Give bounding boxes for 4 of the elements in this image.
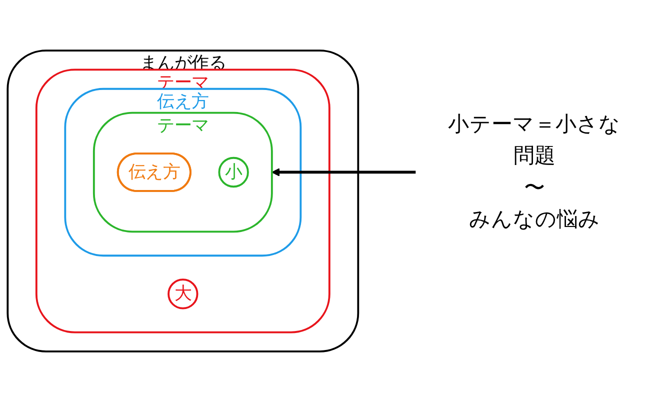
node-text: 小テーマ＝小さな問題 〜 みんなの悩み — [448, 112, 621, 232]
arrow — [272, 168, 416, 176]
node-circle: 小 — [218, 156, 249, 188]
node-circle: 大 — [168, 278, 198, 310]
